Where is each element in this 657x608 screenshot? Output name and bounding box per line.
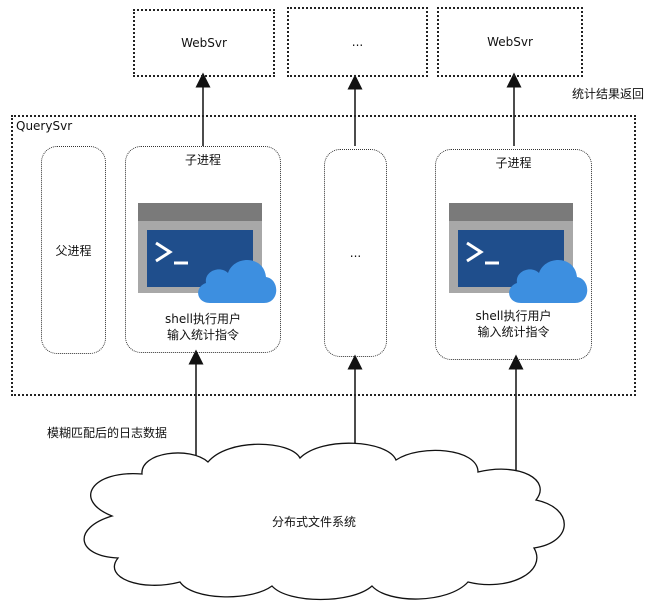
parent-process-label: 父进程 — [55, 243, 92, 258]
websvr-label-left: WebSvr — [181, 36, 227, 50]
websvr-box-left: WebSvr — [133, 9, 275, 77]
child-process-label-right: 子进程 — [495, 156, 532, 170]
websvr-box-middle: ... — [287, 7, 428, 77]
middle-process-label: ... — [349, 246, 362, 260]
shell-caption-left-line1: shell执行用户 — [165, 312, 241, 326]
result-return-label: 统计结果返回 — [572, 87, 645, 101]
shell-caption-right-line1: shell执行用户 — [475, 309, 552, 323]
parent-process-box: 父进程 — [41, 146, 106, 354]
child-process-box-left: 子进程 shell执行用户 输入统计指令 — [125, 146, 281, 353]
shell-caption-left-line2: 输入统计指令 — [166, 328, 239, 342]
middle-process-box: ... — [324, 149, 387, 357]
child-process-box-right: 子进程 shell执行用户 输入统计指令 — [435, 149, 592, 360]
shell-caption-right-line2: 输入统计指令 — [477, 325, 550, 339]
terminal-cloud-icon — [449, 203, 589, 305]
querysvr-container — [11, 115, 636, 396]
websvr-label-middle: ... — [351, 35, 364, 49]
terminal-cloud-icon — [138, 203, 278, 305]
dfs-label: 分布式文件系统 — [272, 515, 357, 529]
querysvr-label: QuerySvr — [16, 119, 73, 133]
log-data-label: 模糊匹配后的日志数据 — [47, 426, 168, 440]
dfs-cloud-shape — [83, 442, 565, 601]
websvr-box-right: WebSvr — [437, 7, 583, 77]
websvr-label-right: WebSvr — [487, 35, 533, 49]
child-process-label-left: 子进程 — [184, 153, 221, 167]
